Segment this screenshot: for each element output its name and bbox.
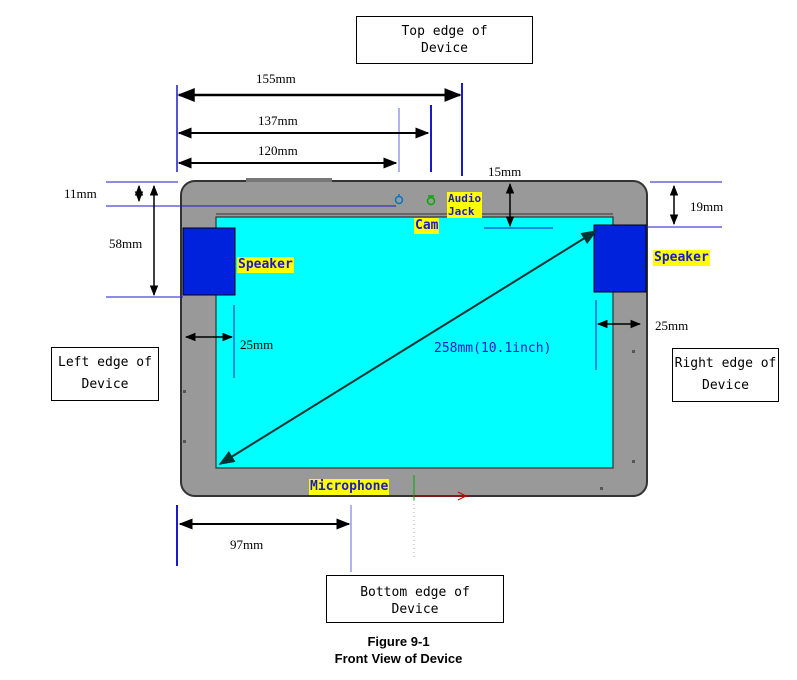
microphone-tag: Microphone (309, 479, 390, 495)
speaker-right-block (593, 224, 647, 293)
dim-58-label: 58mm (109, 236, 143, 251)
dim-15-label: 15mm (488, 164, 522, 179)
dim-120-label: 120mm (258, 143, 298, 158)
camera-icon (426, 195, 436, 206)
left-edge-label: Left edge of Device (51, 347, 159, 401)
dim-25-left-label: 25mm (240, 337, 274, 352)
screw-mark (600, 487, 603, 490)
dim-19-label: 19mm (690, 199, 724, 214)
top-buttons (246, 178, 332, 182)
speaker-left-block (182, 227, 236, 296)
screw-mark (632, 460, 635, 463)
figure-caption: Front View of Device (334, 651, 463, 666)
speaker-right-tag: Speaker (653, 250, 710, 266)
speaker-left-tag: Speaker (237, 257, 294, 273)
right-edge-label: Right edge of Device (672, 348, 779, 402)
axis-mark-icon (413, 475, 470, 560)
figure-number: Figure 9-1 (367, 634, 430, 649)
sensor-icon (394, 194, 404, 205)
screw-mark (183, 390, 186, 393)
dim-11-label: 11mm (64, 186, 97, 201)
bottom-edge-label: Bottom edge of Device (326, 575, 504, 623)
top-edge-label: Top edge of Device (356, 16, 533, 64)
dim-137-label: 137mm (258, 113, 298, 128)
audio-jack-line1: Audio (448, 192, 482, 205)
screw-mark (183, 440, 186, 443)
dim-97-label: 97mm (230, 537, 264, 552)
audio-jack-line2: Jack (448, 205, 475, 218)
dim-155-label: 155mm (256, 71, 296, 86)
audio-jack-tag: Audio Jack (447, 192, 483, 218)
diagonal-label: 258mm(10.1inch) (434, 341, 552, 356)
cam-tag: Cam (414, 218, 440, 234)
dim-25-right-label: 25mm (655, 318, 689, 333)
screw-mark (632, 350, 635, 353)
diagonal-arrow (218, 230, 598, 465)
